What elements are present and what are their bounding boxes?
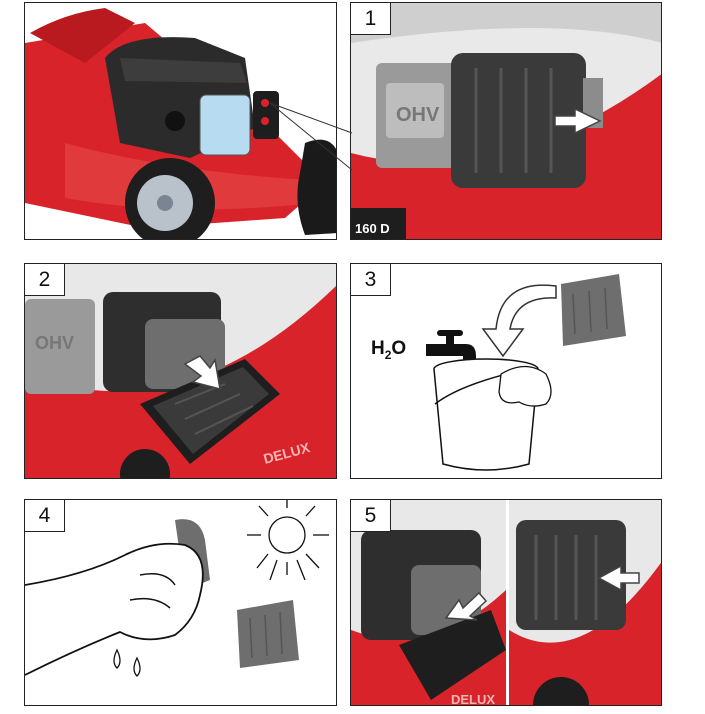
sponge-filter-icon: [561, 274, 626, 346]
water-drop-icon: [113, 648, 141, 677]
step-number: 3: [351, 264, 391, 296]
engine-ohv-label: OHV: [35, 333, 74, 353]
water-formula-sub: 2: [384, 347, 392, 362]
arrow-icon: [481, 284, 557, 358]
sponge-filter-icon: [237, 600, 299, 668]
water-formula-label: H2O: [371, 338, 406, 362]
step-2-photo: OHV DELUX: [25, 264, 336, 478]
step-number: 5: [351, 500, 391, 532]
water-formula-o: O: [391, 338, 407, 359]
step-2-panel: OHV DELUX 2: [24, 263, 337, 479]
arrow-icon: [444, 591, 488, 621]
step-5-panel: DELUX 5: [350, 499, 662, 706]
cloth-icon: [498, 365, 552, 407]
deck-label: DELUX: [451, 692, 495, 706]
mower-overview-illustration: [25, 3, 336, 239]
step-4-illustration: [25, 500, 336, 705]
step-number: 4: [25, 500, 65, 532]
overview-photo-panel: [24, 2, 337, 240]
step-number: 2: [25, 264, 65, 296]
step-4-panel: 4: [24, 499, 337, 706]
step-1-panel: OHV 160 D 1: [350, 2, 662, 240]
engine-ohv-label: OHV: [396, 104, 440, 126]
sun-icon: [247, 500, 329, 581]
water-formula-h: H: [371, 338, 385, 359]
deck-label: 160 D: [355, 221, 390, 236]
step-5-photo: DELUX: [351, 500, 661, 706]
step-1-photo: OHV 160 D: [351, 3, 661, 239]
arrow-icon: [554, 107, 602, 135]
step-3-illustration: [351, 264, 661, 478]
arrow-icon: [597, 564, 640, 592]
arrow-icon: [183, 355, 221, 391]
hand-icon: [25, 542, 204, 676]
step-number: 1: [351, 3, 391, 35]
step-3-panel: H2O 3: [350, 263, 662, 479]
